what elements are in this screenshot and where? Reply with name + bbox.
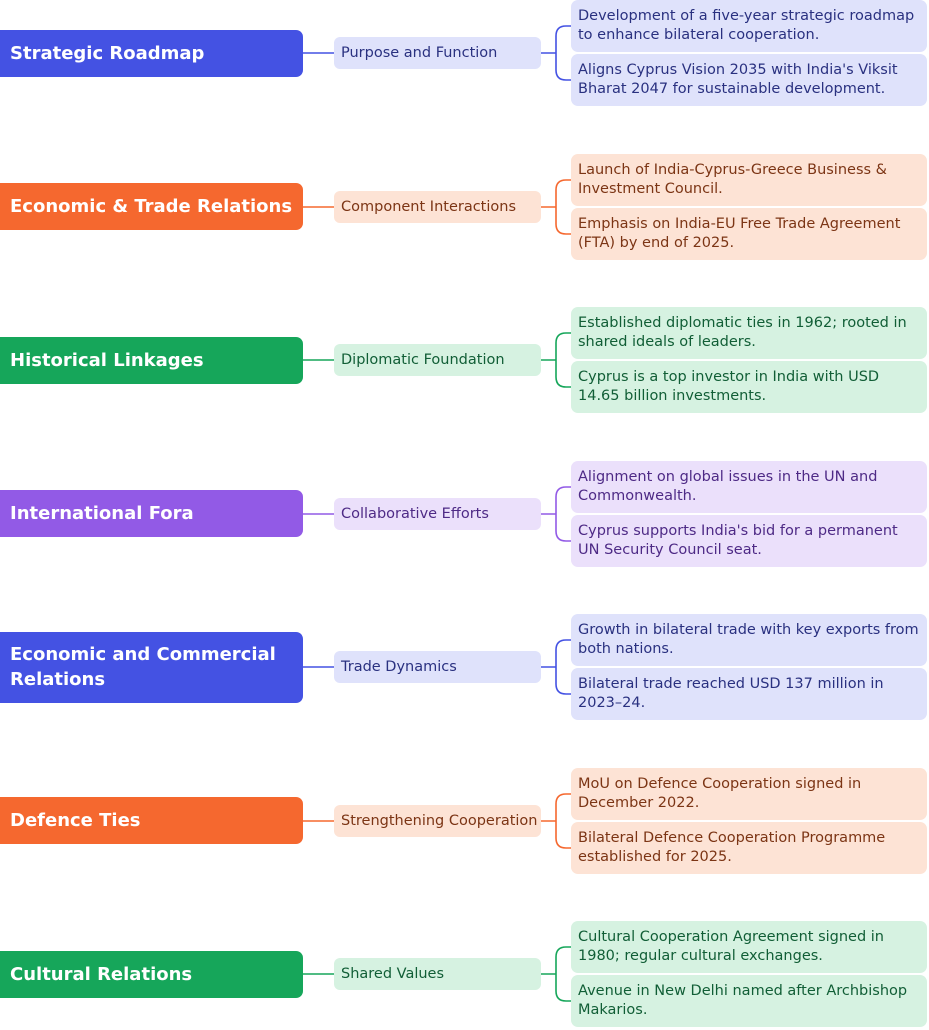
point-text: Emphasis on India-EU Free Trade Agreemen… [578, 215, 901, 251]
point-node: Cyprus is a top investor in India with U… [571, 361, 927, 413]
point-node: Avenue in New Delhi named after Archbish… [571, 975, 927, 1027]
branch-title: Historical Linkages [0, 336, 303, 384]
branch-title: Economic & Trade Relations [0, 183, 303, 230]
connector-lines [303, 178, 571, 235]
point-text: Avenue in New Delhi named after Archbish… [578, 983, 908, 1018]
branch-row: Defence Ties Strengthening Cooperation MoU… [0, 765, 929, 877]
connector-lines [303, 485, 571, 542]
point-text: Launch of India-Cyprus-Greece Business &… [578, 161, 887, 197]
point-text: Bilateral Defence Cooperation Programme … [578, 829, 886, 865]
connector-subtopic-to-points [541, 792, 571, 849]
subtopic-node: Trade Dynamics [334, 651, 541, 683]
point-text: Established diplomatic ties in 1962; roo… [578, 315, 907, 350]
connector-lines [303, 792, 571, 849]
point-node: MoU on Defence Cooperation signed in Dec… [571, 767, 927, 820]
branch-title: Defence Ties [0, 797, 303, 844]
branch-row: Cultural Relations Shared Values Cultural … [0, 918, 929, 1030]
connector-subtopic-to-points [541, 332, 571, 388]
branch-row: Economic and Commercial Relations Trade D… [0, 611, 929, 723]
point-text: Development of a five-year strategic roa… [578, 8, 915, 43]
connector-subtopic-to-points [541, 639, 571, 695]
subtopic-node: Diplomatic Foundation [334, 344, 541, 376]
branch-row: Strategic Roadmap Purpose and Function Dev… [0, 0, 929, 109]
connector-subtopic-to-points [541, 946, 571, 1002]
point-text: Cultural Cooperation Agreement signed in… [578, 929, 884, 964]
point-node: Growth in bilateral trade with key expor… [571, 614, 927, 666]
branch-title: International Fora [0, 490, 303, 537]
subtopic-node: Purpose and Function [334, 37, 541, 69]
point-node: Bilateral Defence Cooperation Programme … [571, 821, 927, 874]
branch-title: Strategic Roadmap [0, 29, 303, 77]
point-node: Cultural Cooperation Agreement signed in… [571, 921, 927, 973]
connector-lines [303, 946, 571, 1002]
branch-title: Economic and Commercial Relations [0, 631, 303, 703]
point-text: Alignment on global issues in the UN and… [578, 468, 878, 504]
connector-lines [303, 332, 571, 388]
point-node: Launch of India-Cyprus-Greece Business &… [571, 153, 927, 206]
point-node: Development of a five-year strategic roa… [571, 0, 927, 52]
branch-title: Cultural Relations [0, 950, 303, 998]
branch-row: Historical Linkages Diplomatic Foundation… [0, 304, 929, 416]
point-text: Cyprus supports India's bid for a perman… [578, 522, 898, 558]
connector-subtopic-to-points [541, 25, 571, 81]
branch-row: International Fora Collaborative Efforts A… [0, 458, 929, 570]
subtopic-node: Shared Values [334, 958, 541, 990]
point-node: Established diplomatic ties in 1962; roo… [571, 307, 927, 359]
subtopic-node: Collaborative Efforts [334, 497, 541, 530]
connector-subtopic-to-points [541, 178, 571, 235]
connector-lines [303, 639, 571, 695]
subtopic-node: Component Interactions [334, 190, 541, 223]
point-text: Aligns Cyprus Vision 2035 with India's V… [578, 62, 898, 97]
point-node: Aligns Cyprus Vision 2035 with India's V… [571, 54, 927, 106]
point-node: Cyprus supports India's bid for a perman… [571, 514, 927, 567]
point-node: Emphasis on India-EU Free Trade Agreemen… [571, 207, 927, 260]
point-text: Cyprus is a top investor in India with U… [578, 369, 880, 404]
point-node: Bilateral trade reached USD 137 million … [571, 668, 927, 720]
branch-row: Economic & Trade Relations Component Inte… [0, 151, 929, 263]
point-text: MoU on Defence Cooperation signed in Dec… [578, 775, 862, 811]
point-node: Alignment on global issues in the UN and… [571, 460, 927, 513]
connector-subtopic-to-points [541, 485, 571, 542]
point-text: Bilateral trade reached USD 137 million … [578, 676, 884, 711]
subtopic-node: Strengthening Cooperation [334, 804, 541, 837]
point-text: Growth in bilateral trade with key expor… [578, 622, 919, 657]
connector-lines [303, 25, 571, 81]
